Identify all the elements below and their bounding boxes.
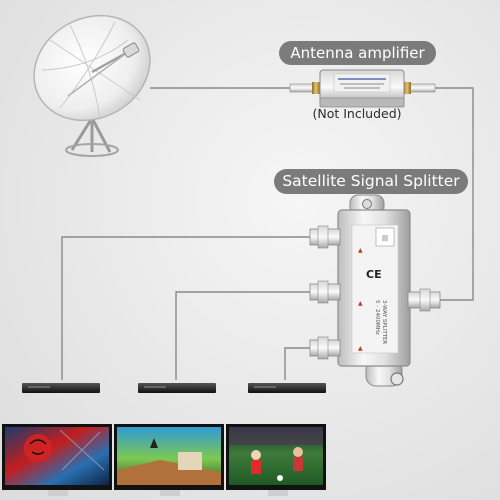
set-top-box-1 [22, 383, 100, 393]
splitter-input-port [407, 288, 441, 312]
set-top-box-3 [248, 383, 326, 393]
cable-amplifier-to-splitter [433, 87, 474, 301]
television-2 [114, 424, 224, 496]
set-top-box-icon [22, 383, 326, 393]
splitter-label: Satellite Signal Splitter [274, 169, 468, 194]
cable-lines [61, 87, 474, 380]
splitter-output-ports [309, 225, 341, 360]
cable-output-2 [175, 291, 312, 380]
svg-text:|||: ||| [382, 235, 388, 242]
satellite-dish-icon [33, 14, 151, 157]
set-top-box-2 [138, 383, 216, 393]
svg-text:▲: ▲ [358, 300, 363, 307]
not-included-note: (Not Included) [312, 106, 402, 121]
svg-text:CE: CE [366, 268, 382, 281]
splitter-frequency-text: 5 - 2400MHz [374, 300, 380, 335]
television-1 [2, 424, 112, 496]
antenna-amplifier-label: Antenna amplifier [279, 41, 436, 65]
television-3 [226, 424, 326, 496]
antenna-amplifier-icon [289, 69, 436, 108]
cable-output-1 [61, 236, 312, 380]
splitter-model-text: 3-WAY SPLITTER [381, 300, 387, 344]
television-icon [2, 424, 326, 496]
signal-splitter-icon: ||| CE 3-WAY SPLITTER 5 - 2400MHz ▲ ▲ ▲ [309, 194, 441, 387]
svg-text:▲: ▲ [358, 345, 363, 352]
cable-output-3 [284, 347, 312, 380]
svg-text:▲: ▲ [358, 247, 363, 254]
